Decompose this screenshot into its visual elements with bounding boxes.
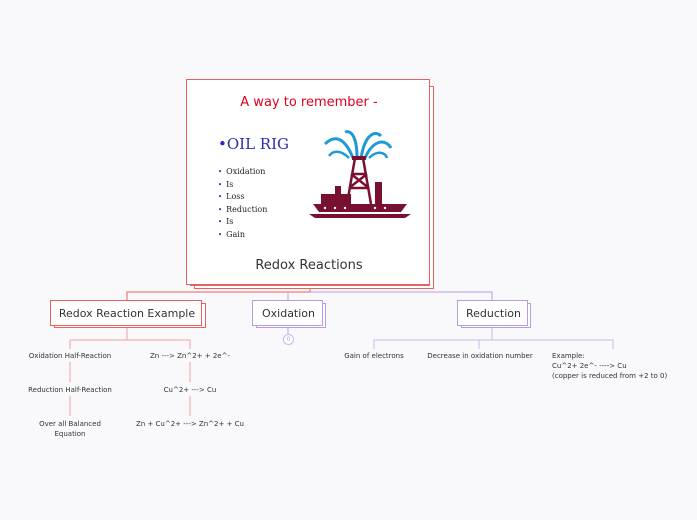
branch-oxidation[interactable]: Oxidation: [252, 300, 323, 326]
branch-label: Oxidation: [261, 307, 316, 320]
item-bullet: •: [218, 168, 223, 176]
example-line: (copper is reduced from +2 to 0): [552, 372, 668, 380]
oil-rig-image: A way to remember - •OIL RIG •Oxidation …: [200, 86, 418, 258]
leaf-reduction-half-reaction[interactable]: Reduction Half-Reaction: [28, 386, 112, 394]
item-bullet: •: [218, 193, 223, 202]
branch-redox-reaction-example[interactable]: Redox Reaction Example: [50, 300, 202, 326]
item-bullet: •: [218, 205, 223, 214]
leaf-reduction-equation[interactable]: Cu^2+ ---> Cu: [163, 386, 217, 394]
leaf-decrease-oxidation-number[interactable]: Decrease in oxidation number: [427, 352, 533, 360]
collapsed-children-badge[interactable]: 0: [283, 334, 294, 345]
list-item: •Gain: [218, 229, 246, 239]
root-node-redox-reactions[interactable]: A way to remember - •OIL RIG •Oxidation …: [186, 79, 430, 285]
leaf-balanced-equation[interactable]: Zn + Cu^2+ ---> Zn^2+ + Cu: [135, 420, 244, 428]
leaf-reduction-example[interactable]: Example: Cu^2+ 2e^- ----> Cu (copper is …: [552, 351, 692, 381]
list-item: •Loss: [218, 192, 245, 202]
leaf-oxidation-equation[interactable]: Zn ---> Zn^2+ + 2e^-: [149, 352, 230, 360]
oil-rig-icon: [309, 130, 411, 218]
leaf-oxidation-half-reaction[interactable]: Oxidation Half-Reaction: [28, 352, 112, 360]
item-bullet: •: [218, 180, 223, 189]
branch-label: Reduction: [466, 307, 521, 320]
item-bullet: •: [218, 218, 223, 227]
list-item: •Is: [218, 179, 234, 189]
leaf-overall-balanced-equation[interactable]: Over all Balanced Equation: [39, 420, 101, 438]
image-heading: A way to remember -: [240, 95, 378, 110]
example-line: Example:: [552, 352, 585, 360]
image-mnemonic-list: •Oxidation •Is •Loss •Reduction •Is •Gai…: [218, 166, 267, 242]
leaf-gain-of-electrons[interactable]: Gain of electrons: [344, 352, 404, 360]
list-item: •Reduction: [218, 204, 268, 214]
item-bullet: •: [218, 230, 223, 239]
image-headline: •OIL RIG: [218, 135, 289, 153]
example-line: Cu^2+ 2e^- ----> Cu: [552, 362, 627, 370]
branch-reduction[interactable]: Reduction: [457, 300, 528, 326]
headline-bullet: •: [218, 135, 227, 153]
branch-label: Redox Reaction Example: [58, 307, 196, 320]
list-item: •Is: [218, 217, 234, 227]
list-item: •Oxidation: [218, 167, 266, 176]
headline-text: OIL RIG: [226, 135, 290, 153]
root-title: Redox Reactions: [255, 258, 363, 273]
